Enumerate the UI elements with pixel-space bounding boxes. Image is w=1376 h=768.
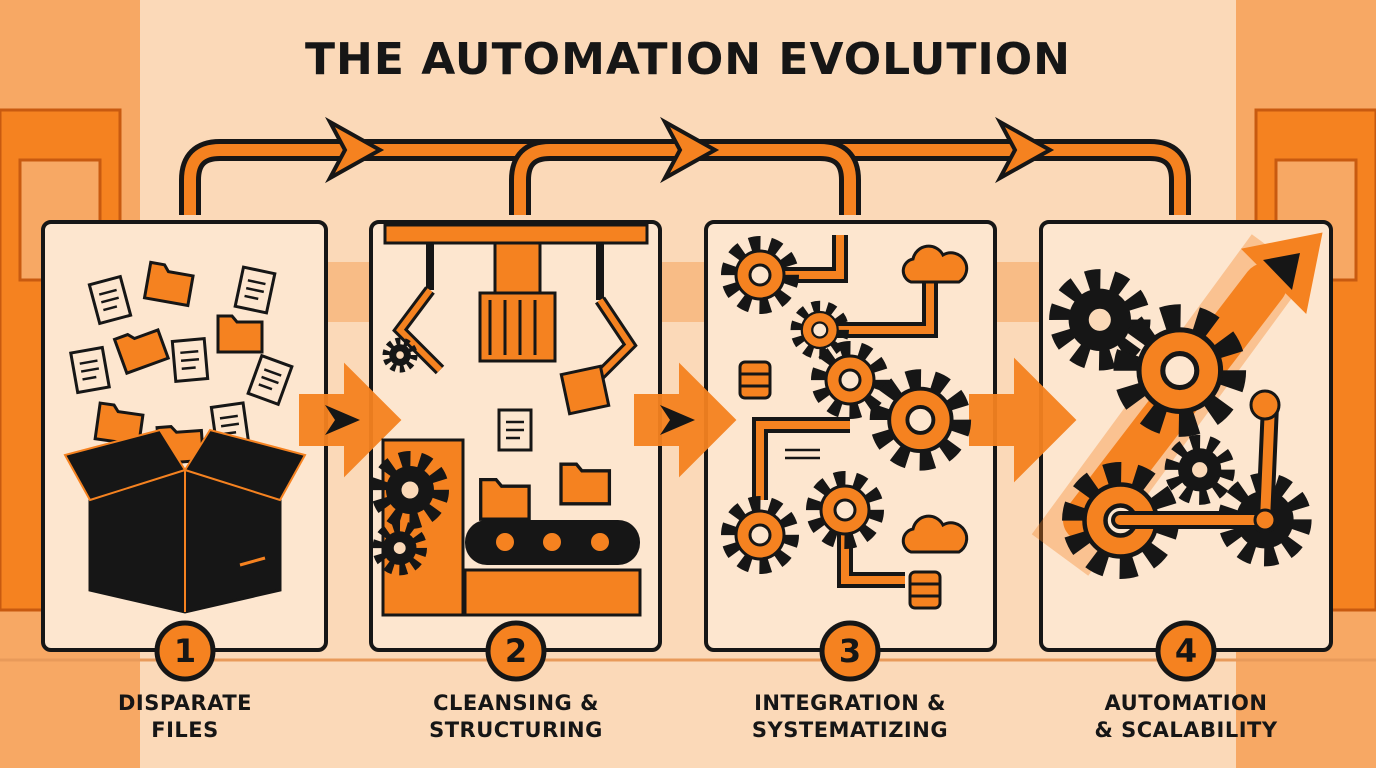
step-number-4: 4	[1174, 632, 1198, 670]
step-label-1: DISPARATE FILES	[35, 690, 335, 744]
gears-pipes-database-icon	[730, 235, 967, 610]
step-number-circle-2	[485, 620, 547, 682]
arrow-right-icon	[969, 357, 1077, 483]
robot-arm-conveyor-icon	[379, 223, 649, 617]
step-label-2-line1: CLEANSING &	[433, 691, 599, 715]
step-label-2-line2: STRUCTURING	[429, 718, 603, 742]
step-number-3: 3	[838, 632, 862, 670]
pipe-arrow-icon	[660, 116, 720, 184]
step-label-1-line2: FILES	[151, 718, 219, 742]
step-label-2: CLEANSING & STRUCTURING	[366, 690, 666, 744]
step-number-2: 2	[504, 632, 528, 670]
pipe-arrow-icon	[325, 116, 385, 184]
step-number-circle-1	[154, 620, 216, 682]
step-label-4: AUTOMATION & SCALABILITY	[1036, 690, 1336, 744]
step-label-1-line1: DISPARATE	[117, 691, 253, 715]
step-number-circles	[154, 620, 1217, 682]
page-title: THE AUTOMATION EVOLUTION	[305, 34, 1071, 85]
step-label-4-line1: AUTOMATION	[1104, 691, 1268, 715]
box-of-files-icon	[63, 260, 307, 614]
pipe-arrow-icon	[995, 116, 1055, 184]
step-label-4-line2: & SCALABILITY	[1094, 718, 1278, 742]
step-number-circle-4	[1155, 620, 1217, 682]
gears-growth-arrow-icon	[1031, 232, 1323, 566]
step-label-3: INTEGRATION & SYSTEMATIZING	[700, 690, 1000, 744]
top-pipeline	[179, 116, 1191, 215]
step-number-1: 1	[173, 632, 197, 670]
step-number-circle-3	[819, 620, 881, 682]
step-label-3-line2: SYSTEMATIZING	[751, 718, 949, 742]
transition-arrows	[299, 357, 1077, 483]
step-label-3-line1: INTEGRATION &	[754, 691, 946, 715]
